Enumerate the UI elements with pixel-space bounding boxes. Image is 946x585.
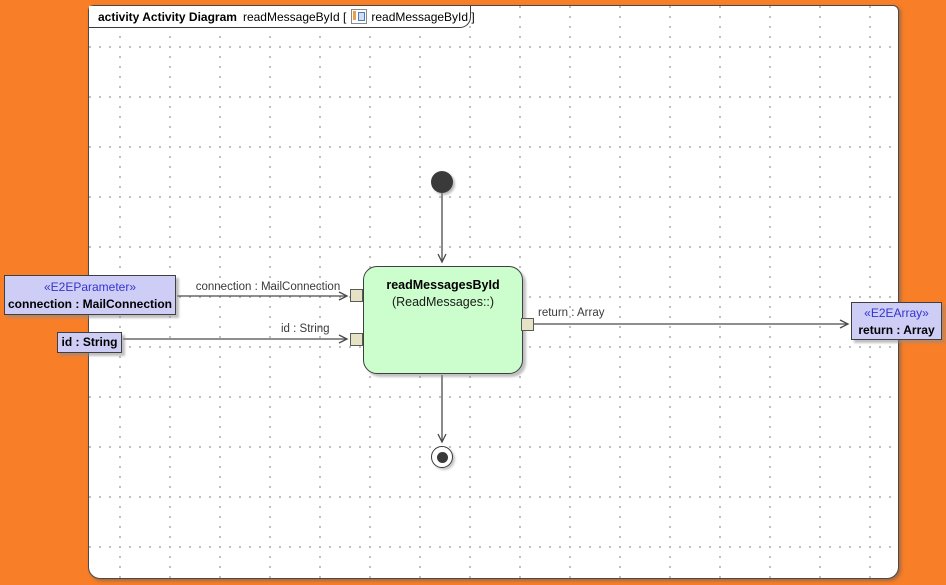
parameter-name: id : String [61, 335, 118, 349]
parameter-node-connection[interactable]: «E2EParameter» connection : MailConnecti… [4, 275, 176, 315]
activity-final-node[interactable] [431, 446, 453, 468]
result-name: return : Array [858, 323, 935, 337]
output-pin-return[interactable] [521, 318, 534, 331]
parameter-name: connection : MailConnection [8, 297, 172, 311]
flow-label-id[interactable]: id : String [281, 323, 330, 335]
frame-keyword: activity Activity Diagram [98, 9, 237, 24]
flow-label-connection[interactable]: connection : MailConnection [195, 281, 341, 293]
stereotype-label: «E2EParameter» [43, 280, 137, 294]
diagram-frame-tab[interactable]: activity Activity Diagram readMessageByI… [89, 6, 475, 28]
initial-node[interactable] [431, 171, 453, 193]
action-name: readMessagesById [386, 278, 500, 292]
flow-label-return[interactable]: return : Array [538, 307, 605, 319]
action-qualifier: (ReadMessages::) [391, 295, 495, 309]
parameter-node-id[interactable]: id : String [57, 332, 122, 353]
activity-diagram-icon [351, 9, 368, 24]
stereotype-label: «E2EArray» [864, 306, 929, 320]
result-node-return[interactable]: «E2EArray» return : Array [851, 302, 942, 340]
frame-diagram-reference: readMessageById ] [371, 9, 475, 24]
input-pin-connection[interactable] [350, 289, 363, 302]
frame-diagram-name: readMessageById [ [242, 9, 347, 24]
input-pin-id[interactable] [350, 333, 363, 346]
activity-final-inner-dot [436, 451, 448, 463]
action-node-readMessagesById[interactable]: readMessagesById (ReadMessages::) [363, 266, 523, 374]
